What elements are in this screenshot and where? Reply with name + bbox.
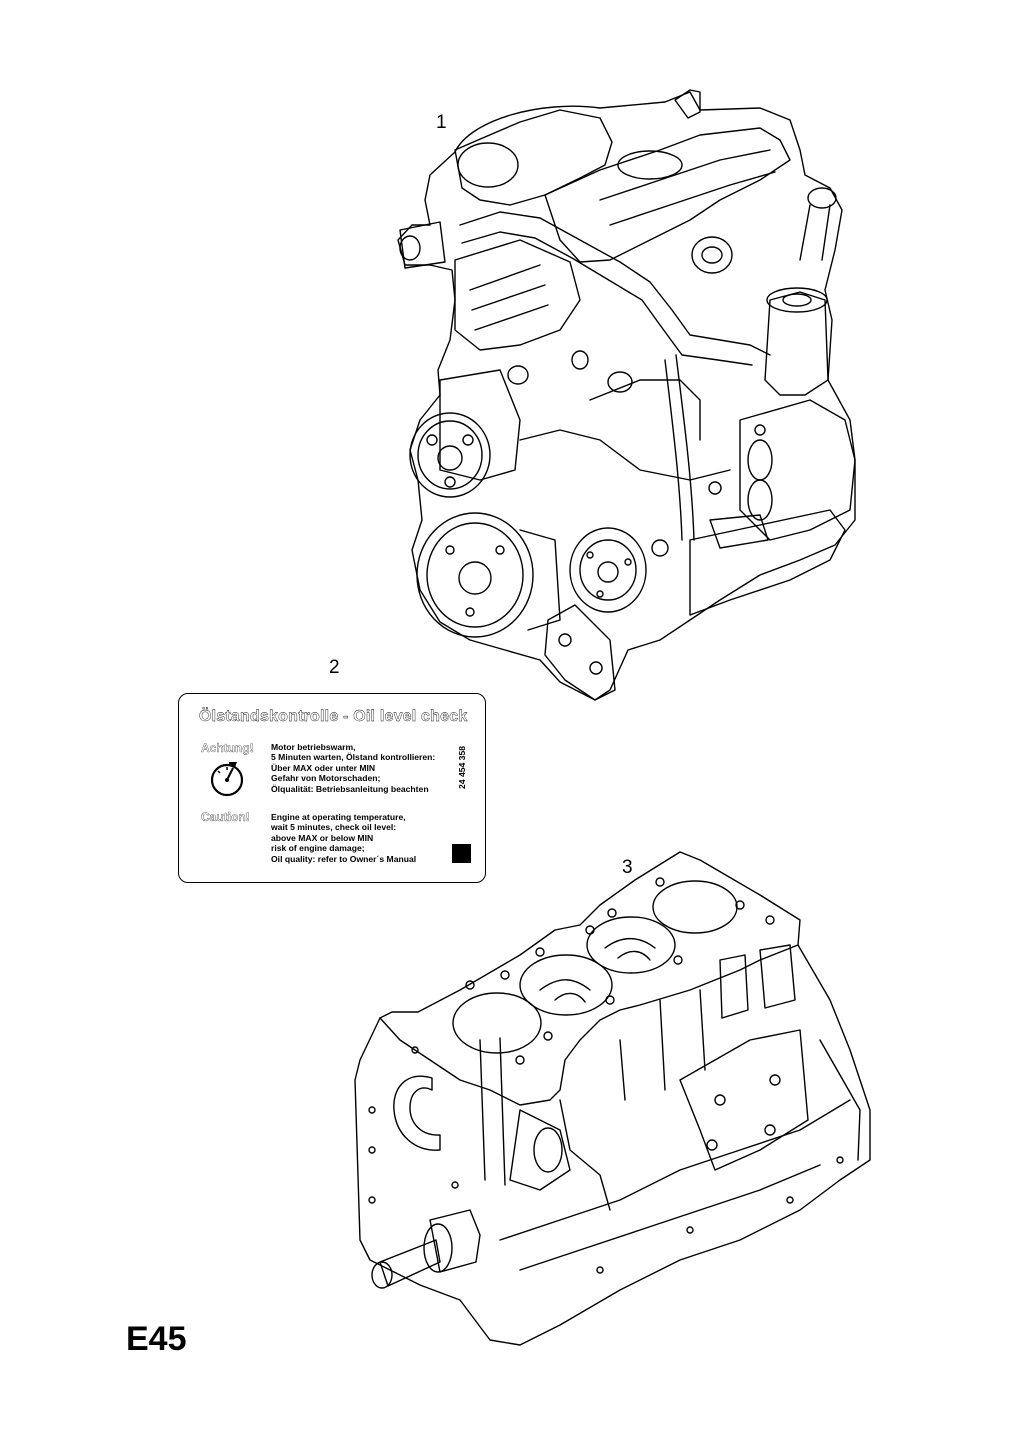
achtung-heading: Achtung! <box>201 741 254 755</box>
german-line: Über MAX oder unter MIN <box>271 762 376 773</box>
english-instructions: Engine at operating temperature, wait 5 … <box>271 812 416 864</box>
german-line: Gefahr von Motorschaden; <box>271 773 381 784</box>
english-line: above MAX or below MIN <box>271 832 374 843</box>
part-code: 24 454 358 <box>457 745 467 789</box>
oil-gauge-icon <box>210 762 244 797</box>
english-line: Oil quality: refer to Owner´s Manual <box>271 853 417 864</box>
german-line: Ölqualität: Betriebsanleitung beachten <box>271 783 429 794</box>
german-instructions: Motor betriebswarm, 5 Minuten warten, Öl… <box>271 742 435 794</box>
label-black-square <box>452 844 471 863</box>
label-title: Ölstandskontrolle - Oil level check <box>199 708 468 725</box>
english-line: Engine at operating temperature, <box>271 812 406 822</box>
oil-level-label: Ölstandskontrolle - Oil level check Acht… <box>178 693 486 883</box>
callout-3: 3 <box>622 857 633 878</box>
page-code: E45 <box>126 1320 187 1358</box>
cylinder-block-drawing <box>354 851 871 1346</box>
german-line: 5 Minuten warten, Ölstand kontrollieren: <box>271 752 436 763</box>
german-line: Motor betriebswarm, <box>271 742 356 752</box>
caution-heading: Caution! <box>201 810 250 824</box>
english-line: wait 5 minutes, check oil level: <box>271 822 397 833</box>
callout-2: 2 <box>329 657 340 678</box>
engine-assembly-drawing <box>397 89 856 701</box>
english-line: risk of engine damage; <box>271 843 365 854</box>
callout-1: 1 <box>436 112 447 133</box>
